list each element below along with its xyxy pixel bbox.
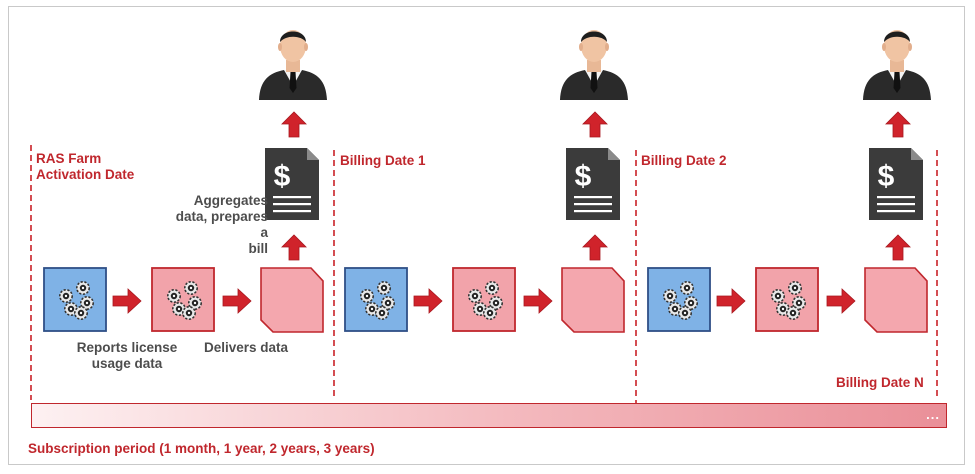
billing-date-1-label: Billing Date 1 (340, 153, 426, 168)
up-arrow-icon (885, 234, 911, 261)
gear-icon (677, 305, 693, 321)
up-arrow-icon (281, 234, 307, 261)
right-arrow-icon (523, 288, 553, 314)
gear-icon (679, 280, 695, 296)
timeline-ellipsis: ... (926, 407, 940, 422)
right-arrow-icon (222, 288, 252, 314)
gear-icon (182, 305, 196, 321)
gear-icon (74, 305, 88, 321)
pink-server-cluster-icon (755, 267, 819, 332)
gear-icon (359, 288, 375, 304)
gear-icon (787, 280, 803, 296)
gear-icon (167, 288, 181, 304)
dollar-symbol: $ (575, 160, 592, 193)
pink-server-cluster-icon (151, 267, 215, 332)
up-arrow-icon (582, 111, 608, 138)
document-icon (561, 267, 625, 333)
right-arrow-icon (716, 288, 746, 314)
billing-date-n-label: Billing Date N (836, 375, 924, 390)
gear-icon (785, 305, 801, 321)
right-arrow-icon (112, 288, 142, 314)
gear-icon (376, 280, 392, 296)
billing-date-2-label: Billing Date 2 (641, 153, 727, 168)
businessman-icon (560, 30, 628, 100)
blue-server-cluster-icon (647, 267, 711, 332)
dollar-symbol: $ (878, 160, 895, 193)
gear-icon (467, 288, 483, 304)
blue-server-cluster-icon (43, 267, 107, 332)
gear-icon (184, 280, 198, 296)
gear-icon (770, 288, 786, 304)
subscription-period-label: Subscription period (1 month, 1 year, 2 … (28, 441, 375, 456)
reports-caption: Reports license usage data (76, 340, 178, 371)
diagram-frame (8, 6, 965, 465)
blue-server-cluster-icon (344, 267, 408, 332)
subscription-timeline-bar: ... (31, 403, 947, 428)
aggregates-caption: Aggregates data, prepares a bill (175, 193, 268, 256)
document-icon (260, 267, 324, 333)
gear-icon (58, 288, 73, 304)
activation-date-label: RAS Farm Activation Date (36, 151, 135, 182)
delivers-caption: Delivers data (203, 340, 289, 355)
dollar-symbol: $ (274, 160, 291, 193)
up-arrow-icon (885, 111, 911, 138)
up-arrow-icon (582, 234, 608, 261)
up-arrow-icon (281, 111, 307, 138)
businessman-icon (259, 30, 327, 100)
right-arrow-icon (826, 288, 856, 314)
pink-server-cluster-icon (452, 267, 516, 332)
right-arrow-icon (413, 288, 443, 314)
businessman-icon (863, 30, 931, 100)
gear-icon (662, 288, 678, 304)
gear-icon (374, 305, 390, 321)
document-icon (864, 267, 928, 333)
gear-icon (484, 280, 500, 296)
gear-icon (76, 280, 90, 296)
gear-icon (482, 305, 498, 321)
